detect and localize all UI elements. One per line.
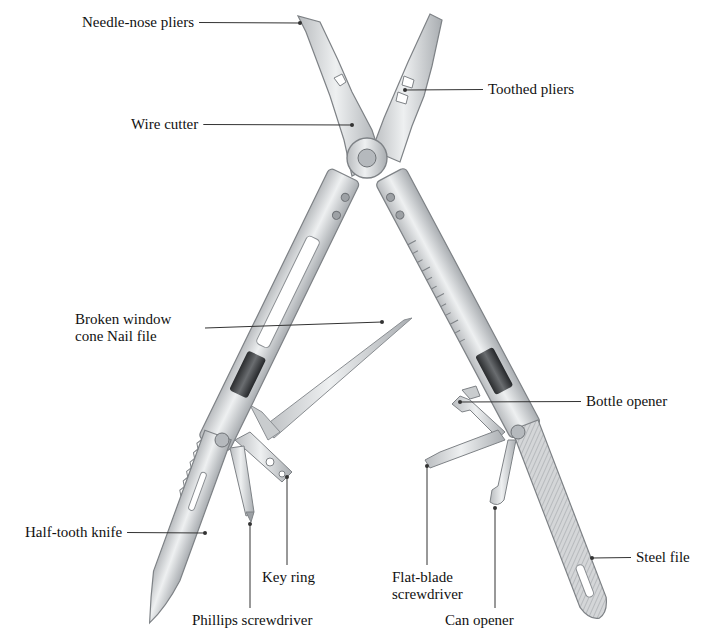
part-label: Phillips screwdriver xyxy=(192,612,312,629)
leader-line xyxy=(405,89,483,91)
pivot-screw xyxy=(215,433,229,447)
part-label: Steel file xyxy=(636,549,690,566)
leader-dot xyxy=(203,531,207,535)
leader-line xyxy=(495,508,496,608)
leader-dot xyxy=(458,400,462,404)
leader-line xyxy=(127,532,205,534)
can-opener-tool xyxy=(490,440,516,505)
leader-dot xyxy=(350,123,354,127)
plier-jaws xyxy=(298,14,442,178)
leader-dot xyxy=(248,522,252,526)
leader-line xyxy=(460,401,581,403)
leader-dot xyxy=(425,464,429,468)
part-label: Bottle opener xyxy=(586,393,667,410)
leader-line xyxy=(427,466,428,565)
half-tooth-knife xyxy=(134,429,232,628)
leader-line xyxy=(205,322,382,328)
steel-file xyxy=(512,420,612,623)
part-label: Key ring xyxy=(262,569,315,586)
leader-dot xyxy=(380,320,384,324)
part-label: Needle-nose pliers xyxy=(82,14,194,31)
part-label: Wire cutter xyxy=(131,116,198,133)
phillips-screwdriver-tool xyxy=(230,446,254,522)
part-label: Flat-blade screwdriver xyxy=(392,569,482,603)
leader-line xyxy=(592,557,631,559)
part-label: Half-tooth knife xyxy=(25,524,122,541)
leader-dot xyxy=(403,88,407,92)
right-handle xyxy=(375,167,541,439)
flat-blade-screwdriver-tool xyxy=(425,430,505,468)
leader-dot xyxy=(285,475,289,479)
part-label: Broken window cone Nail file xyxy=(75,311,200,345)
leader-dot xyxy=(493,506,497,510)
leader-dot xyxy=(298,21,302,25)
leader-line xyxy=(203,124,352,126)
leader-line xyxy=(250,524,251,608)
part-label: Can opener xyxy=(445,612,514,629)
pivot-screw xyxy=(511,425,525,439)
leader-dot xyxy=(590,556,594,560)
part-label: Toothed pliers xyxy=(488,81,574,98)
leader-line xyxy=(199,22,300,24)
left-handle xyxy=(198,168,360,453)
leader-line xyxy=(287,477,288,565)
